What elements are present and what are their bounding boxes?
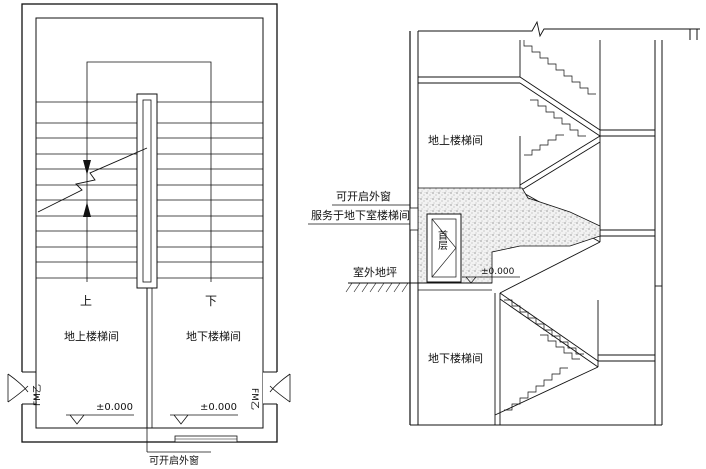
room-label-above: 地上楼梯间 — [64, 329, 119, 343]
elevation-mark-right: ±0.000 — [170, 402, 238, 425]
door-right: FM乙 — [249, 371, 291, 410]
door-left: FM乙 — [7, 371, 43, 406]
section-top-break — [418, 20, 700, 38]
arrow-up-icon — [83, 202, 91, 217]
room-label-below: 地下楼梯间 — [186, 329, 241, 343]
section-floor-slabs — [418, 76, 662, 362]
plan-break-line — [37, 147, 148, 213]
plan-outer-wall — [21, 3, 278, 443]
plan-window: 可开启外窗 — [146, 428, 238, 467]
stair-plan: 上 下 地上楼梯间 地下楼梯间 FM乙 FM乙 ±0.000 — [7, 3, 291, 467]
plan-window-label: 可开启外窗 — [149, 454, 199, 467]
door-label-right: FM乙 — [249, 388, 260, 410]
label-down: 下 — [205, 294, 217, 308]
svg-text:±0.000: ±0.000 — [200, 402, 237, 413]
section-ground — [345, 282, 492, 293]
section-elevation-mark: ±0.000 — [462, 267, 520, 284]
section-window-label: 可开启外窗 — [336, 189, 391, 203]
plan-inner-wall — [35, 17, 264, 429]
section-room-above: 地上楼梯间 — [428, 133, 483, 147]
section-ground-label: 室外地坪 — [353, 265, 397, 279]
stair-section: 首层 ±0.000 可开启外窗 服务于地下室楼梯间 室外地坪 — [308, 20, 700, 426]
svg-text:±0.000: ±0.000 — [96, 402, 133, 413]
section-window-note: 服务于地下室楼梯间 — [311, 208, 410, 222]
door-label-left: FM乙 — [32, 384, 43, 406]
elevation-mark-left: ±0.000 — [66, 402, 134, 425]
arrow-down-icon — [83, 160, 91, 175]
section-stair-flights — [494, 40, 601, 425]
label-up: 上 — [80, 294, 92, 308]
section-room-below: 地下楼梯间 — [428, 351, 483, 365]
section-window — [409, 207, 419, 231]
section-door-label: 首层 — [436, 229, 448, 251]
section-door: 首层 — [426, 213, 462, 283]
svg-text:±0.000: ±0.000 — [481, 267, 515, 277]
